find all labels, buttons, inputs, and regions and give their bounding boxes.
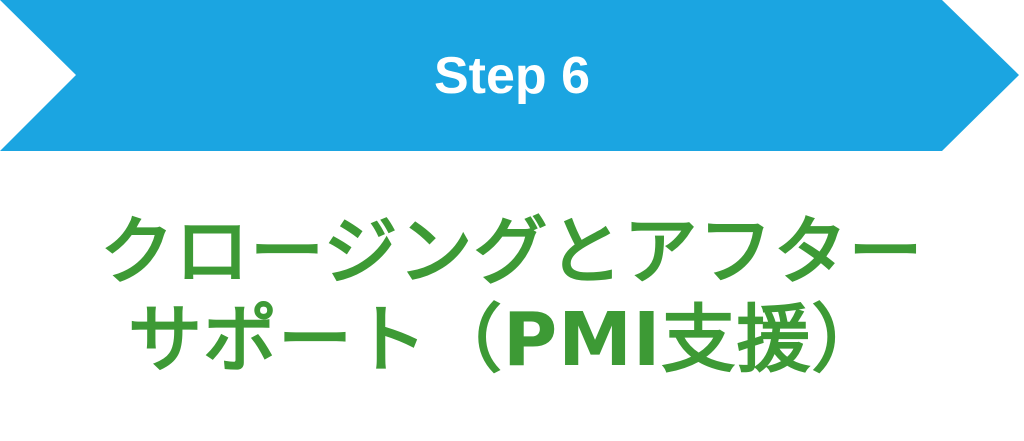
step-label: Step 6 (433, 46, 591, 105)
step-arrow-banner (0, 0, 1019, 151)
step-title-line-2: サポート（PMI支援） (128, 297, 887, 383)
step-title-line-1: クロージングとアフター (100, 209, 924, 295)
